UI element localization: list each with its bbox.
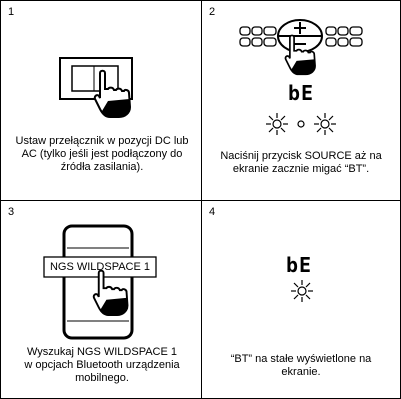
led-display: bE xyxy=(286,253,313,277)
blink-sun-icon xyxy=(266,113,288,135)
step-number: 1 xyxy=(8,6,15,18)
blink-sun-icon xyxy=(314,113,336,135)
step-number: 2 xyxy=(209,6,216,18)
button-row-icon xyxy=(239,19,363,53)
hand-pointer-icon xyxy=(93,69,132,118)
step-caption: Ustaw przełącznik w pozycji DC lub AC (t… xyxy=(15,135,189,173)
blink-dot-icon xyxy=(297,120,305,128)
device-name-label: NGS WILDSPACE 1 xyxy=(49,261,151,273)
step-panel-1: 1 Ustaw przełącznik w pozycji DC lub AC … xyxy=(0,0,202,201)
led-display: bE xyxy=(288,81,315,105)
step-number: 4 xyxy=(209,206,216,218)
step-number: 3 xyxy=(8,206,15,218)
step-panel-4: 4 bE “BT” na stałe wyświetlone na ekrani… xyxy=(201,200,401,399)
step-caption: Wyszukaj NGS WILDSPACE 1 w opcjach Bluet… xyxy=(24,346,180,384)
hand-pointer-icon xyxy=(92,269,129,316)
hand-pointer-icon xyxy=(284,34,316,76)
step-caption: “BT” na stałe wyświetlone na ekranie. xyxy=(230,353,372,378)
step-caption: Naciśnij przycisk SOURCE aż na ekranie z… xyxy=(220,150,382,175)
steady-sun-icon xyxy=(291,280,313,302)
step-panel-2: 2 bE xyxy=(201,0,401,201)
step-panel-3: 3 NGS WILDSPACE 1 Wyszukaj NGS WILDSPACE… xyxy=(0,200,202,399)
